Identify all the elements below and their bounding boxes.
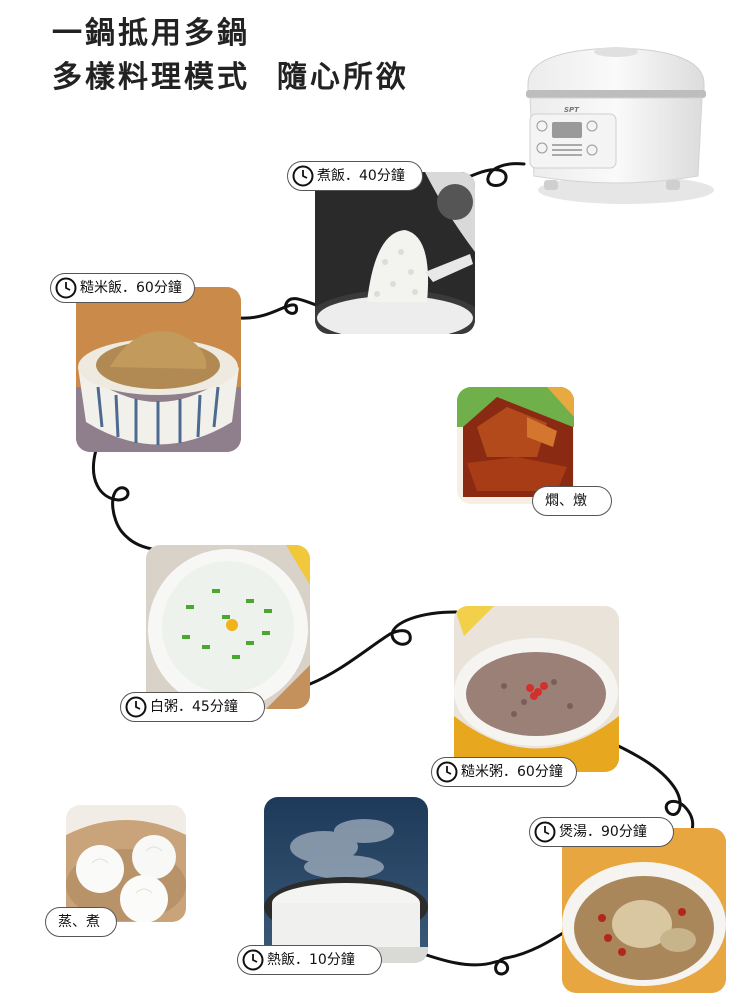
cook-rice-photo <box>315 172 475 334</box>
headline-line-1: 一鍋抵用多鍋 <box>52 16 250 51</box>
clock-icon <box>534 821 556 843</box>
mode-label-white-congee: 白粥．45分鐘 <box>120 692 265 722</box>
mode-label-soup: 煲湯．90分鐘 <box>529 817 674 847</box>
mode-text: 糙米粥．60分鐘 <box>461 764 563 780</box>
mode-text: 糙米飯．60分鐘 <box>80 280 182 296</box>
brown-rice-photo <box>76 287 241 452</box>
mode-text: 燜、燉 <box>545 493 587 509</box>
rice-cooker-image: SPT <box>516 40 716 210</box>
steam-boil-photo <box>66 805 186 922</box>
reheat-rice-photo <box>264 797 428 963</box>
mode-label-cook-rice: 煮飯．40分鐘 <box>287 161 423 191</box>
mode-label-steam-boil: 蒸、煮 <box>45 907 117 937</box>
clock-icon <box>292 165 314 187</box>
clock-icon <box>125 696 147 718</box>
mode-text: 白粥．45分鐘 <box>150 699 238 715</box>
white-congee-photo <box>146 545 310 709</box>
mode-label-brown-rice-congee: 糙米粥．60分鐘 <box>431 757 577 787</box>
mode-label-reheat-rice: 熱飯．10分鐘 <box>237 945 382 975</box>
mode-label-brown-rice: 糙米飯．60分鐘 <box>50 273 195 303</box>
mode-text: 煮飯．40分鐘 <box>317 168 405 184</box>
braise-stew-photo <box>457 387 574 504</box>
mode-text: 煲湯．90分鐘 <box>559 824 647 840</box>
brand-logo: SPT <box>564 106 579 114</box>
clock-icon <box>436 761 458 783</box>
soup-photo <box>562 828 726 993</box>
mode-text: 蒸、煮 <box>58 914 100 930</box>
mode-text: 熱飯．10分鐘 <box>267 952 355 968</box>
headline-line-2: 多樣料理模式 隨心所欲 <box>52 60 409 95</box>
clock-icon <box>242 949 264 971</box>
mode-label-braise-stew: 燜、燉 <box>532 486 612 516</box>
clock-icon <box>55 277 77 299</box>
brown-rice-congee-photo <box>454 606 619 772</box>
